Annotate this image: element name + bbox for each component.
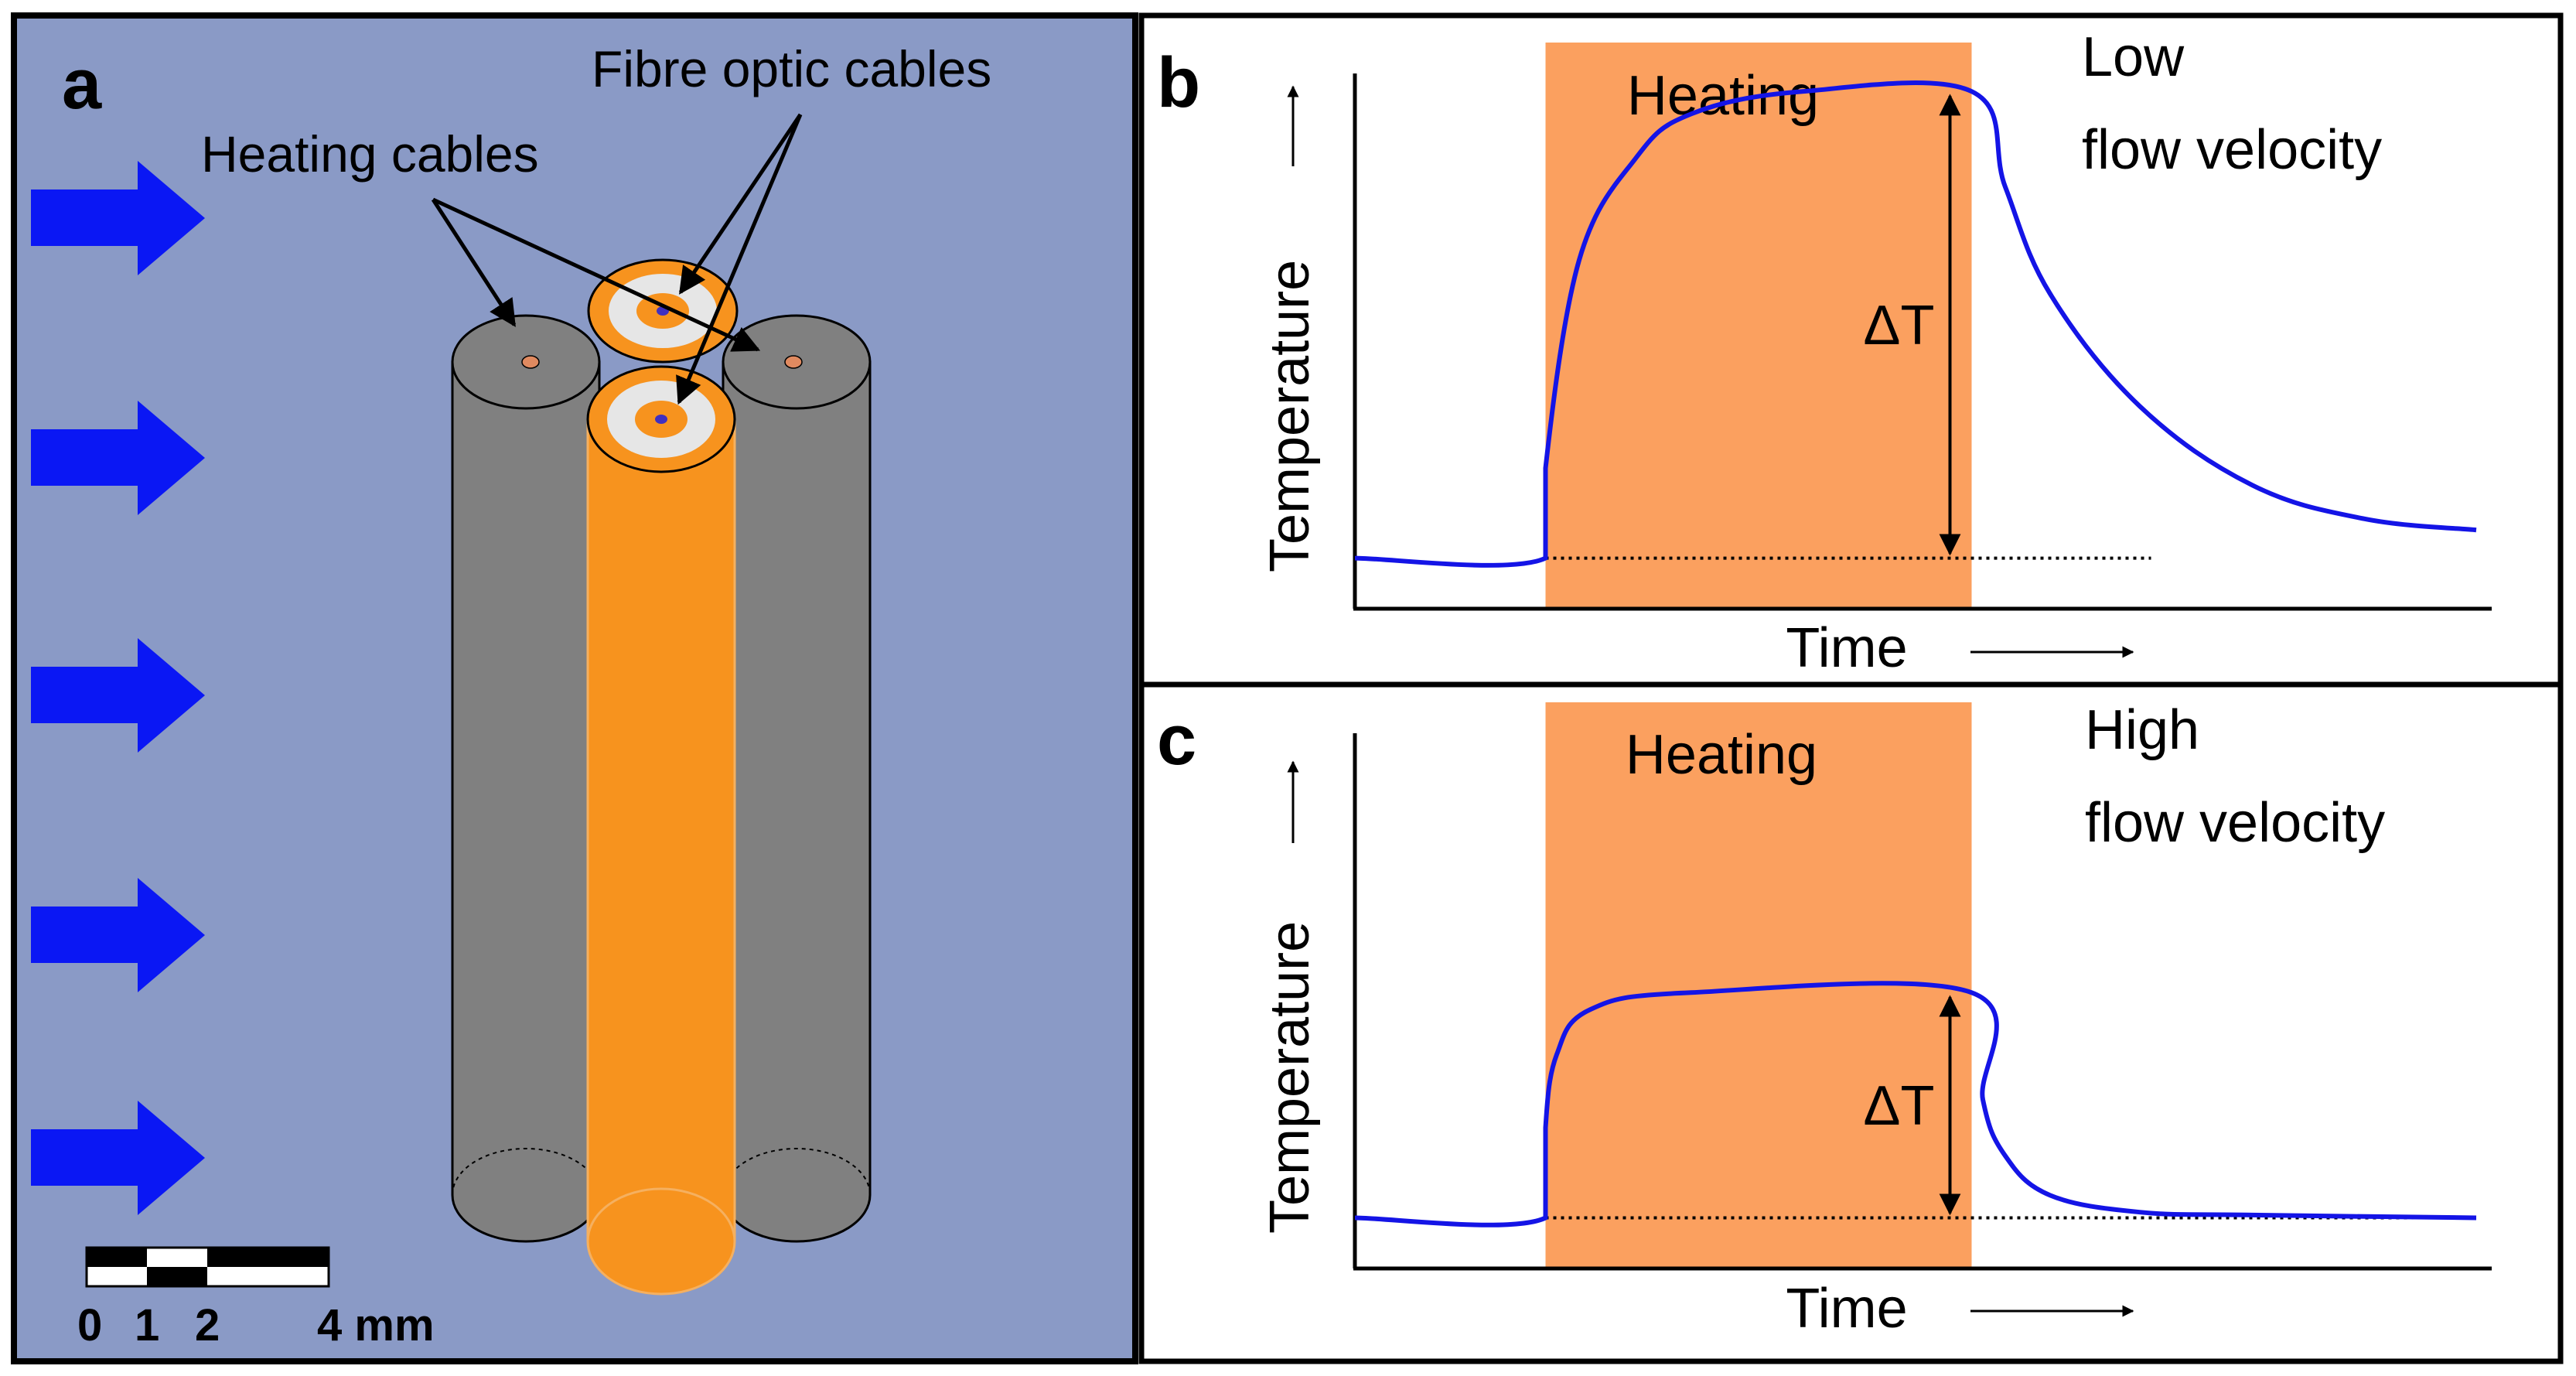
pointer-arrow <box>431 198 517 327</box>
panel-c-label: c <box>1157 701 1196 780</box>
panel-b-label: b <box>1157 43 1200 122</box>
heating-cable-core <box>784 355 803 369</box>
right-arrow-icon <box>31 1101 205 1215</box>
right-arrow-icon <box>31 878 205 992</box>
heating-band-label: Heating <box>1627 65 1819 127</box>
x-axis-label: Time <box>1786 1278 1907 1340</box>
panel-a: a <box>11 12 1138 1364</box>
heating-cable-right <box>722 314 872 1243</box>
panel-b: b Heating Low flow velocity Temperature … <box>1138 12 2564 688</box>
panel-a-label: a <box>62 45 102 124</box>
flow-velocity-line2: flow velocity <box>2085 792 2385 854</box>
right-arrow-icon <box>31 161 205 275</box>
heating-cables-label: Heating cables <box>201 125 539 183</box>
fibre-optic-cable-front <box>586 365 736 1296</box>
flow-velocity-line1: High <box>2085 699 2199 761</box>
pointer-arrows <box>431 113 803 405</box>
fibre-core <box>655 415 667 424</box>
heating-band <box>1545 43 1972 609</box>
heating-cable-core <box>521 355 540 369</box>
cable-bundle <box>451 258 872 1296</box>
scale-tick-1: 1 <box>135 1300 159 1350</box>
temperature-curve <box>1354 981 2477 1227</box>
scale-tick-2: 2 <box>195 1300 220 1350</box>
fibre-optic-cable-back <box>587 258 739 364</box>
delta-t-label: ΔT <box>1863 295 1934 357</box>
flow-velocity-line2: flow velocity <box>2082 119 2382 181</box>
y-axis-label: Temperature <box>1259 921 1321 1234</box>
x-axis-label: Time <box>1786 617 1907 679</box>
pointer-arrow <box>432 197 761 352</box>
heating-cable-left <box>451 314 601 1243</box>
scale-bar: 0 1 2 4 mm <box>77 1246 435 1350</box>
fibre-optic-label: Fibre optic cables <box>592 40 991 97</box>
pointer-arrow <box>678 113 803 295</box>
scale-tick-0: 0 <box>77 1300 102 1350</box>
pointer-arrow <box>676 114 803 405</box>
heating-band-label: Heating <box>1626 724 1817 786</box>
flow-arrows <box>31 161 205 1215</box>
temperature-curve <box>1354 80 2477 568</box>
y-axis-label: Temperature <box>1259 260 1321 572</box>
delta-t-label: ΔT <box>1863 1075 1934 1137</box>
flow-velocity-line1: Low <box>2082 26 2185 88</box>
panel-c: c Heating High flow velocity Temperature… <box>1138 681 2564 1364</box>
right-arrow-icon <box>31 401 205 515</box>
scale-tick-4mm: 4 mm <box>317 1300 435 1350</box>
right-arrow-icon <box>31 638 205 753</box>
